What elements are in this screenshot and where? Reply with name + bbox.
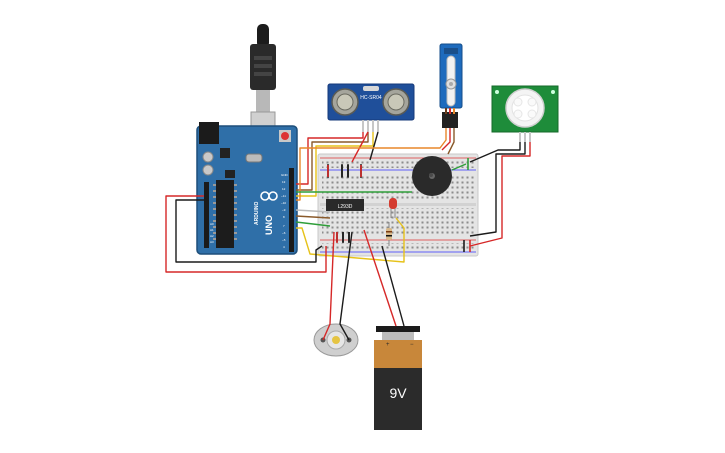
wire-servo-signal bbox=[296, 128, 447, 201]
red-led[interactable] bbox=[389, 198, 397, 218]
svg-text:~5: ~5 bbox=[282, 238, 286, 242]
l293d-driver-chip[interactable]: L293D bbox=[326, 199, 364, 211]
dc-motor[interactable] bbox=[313, 323, 359, 357]
wire-ultrasonic-echo bbox=[296, 132, 374, 197]
pir-motion-sensor[interactable] bbox=[491, 85, 559, 142]
wire-gnd-left bbox=[175, 199, 323, 263]
svg-text:~11: ~11 bbox=[281, 194, 286, 198]
wire-white-signal bbox=[295, 209, 331, 213]
arduino-brand-text: ARDUINO bbox=[254, 202, 260, 225]
wire-pir-out bbox=[469, 142, 526, 237]
wire-servo-vcc bbox=[441, 128, 451, 151]
wire-buzzer-gnd bbox=[451, 163, 467, 171]
svg-text:~10: ~10 bbox=[281, 201, 286, 205]
wire-battery-pos bbox=[363, 229, 397, 327]
hc-sr04-label: HC-SR04 bbox=[360, 95, 382, 101]
ultrasonic-sensor-hc-sr04[interactable]: HC-SR04 bbox=[327, 83, 415, 132]
wire-pir-vcc bbox=[469, 142, 531, 247]
piezo-buzzer[interactable] bbox=[412, 156, 452, 196]
svg-text:+: + bbox=[386, 342, 390, 348]
wire-ultrasonic-vcc bbox=[296, 132, 364, 185]
wire-5v-left bbox=[165, 195, 327, 273]
svg-text:13: 13 bbox=[282, 180, 286, 184]
svg-text:GND: GND bbox=[281, 173, 289, 177]
arduino-uno-board[interactable]: ARDUINO UNO GND 13 12 ~11 ~10 ~9 8 7 ~6 ~5 4 A0… bbox=[196, 122, 298, 255]
power-jack bbox=[199, 122, 219, 144]
svg-text:−: − bbox=[410, 342, 414, 348]
wire-brown-signal bbox=[295, 215, 331, 219]
svg-text:A2: A2 bbox=[210, 234, 214, 238]
breadboard[interactable] bbox=[317, 153, 479, 257]
wire-motor-a bbox=[322, 231, 335, 341]
battery-label: 9V bbox=[389, 385, 407, 401]
svg-text:4: 4 bbox=[283, 245, 285, 249]
l293d-label: L293D bbox=[338, 204, 353, 210]
svg-text:7: 7 bbox=[283, 224, 285, 228]
resistor[interactable] bbox=[386, 222, 392, 246]
wire-servo-gnd bbox=[447, 128, 455, 155]
servo-motor[interactable] bbox=[439, 43, 463, 128]
wire-ultrasonic-gnd bbox=[369, 131, 379, 161]
analog-power-header[interactable] bbox=[204, 182, 209, 248]
wires bbox=[165, 128, 531, 341]
wire-ultrasonic-trig bbox=[296, 132, 369, 191]
digital-header[interactable] bbox=[289, 168, 294, 252]
reset-button[interactable] bbox=[281, 132, 289, 140]
wire-pir-gnd bbox=[469, 142, 521, 163]
9v-battery[interactable]: + − 9V bbox=[374, 326, 422, 430]
arduino-model-text: UNO bbox=[264, 215, 274, 235]
svg-text:12: 12 bbox=[282, 187, 286, 191]
wire-yellow-led bbox=[296, 217, 405, 263]
arduino-logo bbox=[260, 191, 278, 201]
wire-green-signal bbox=[295, 221, 331, 227]
atmega-chip bbox=[216, 180, 234, 248]
svg-text:~9: ~9 bbox=[282, 208, 286, 212]
svg-text:A0: A0 bbox=[210, 222, 214, 226]
wire-battery-neg bbox=[381, 245, 405, 327]
wire-motor-b bbox=[339, 231, 353, 341]
svg-text:8: 8 bbox=[283, 215, 285, 219]
svg-text:A1: A1 bbox=[210, 228, 214, 232]
svg-text:A3: A3 bbox=[210, 240, 214, 244]
wire-ultrasonic-5v bbox=[351, 131, 369, 163]
svg-text:~6: ~6 bbox=[282, 231, 286, 235]
